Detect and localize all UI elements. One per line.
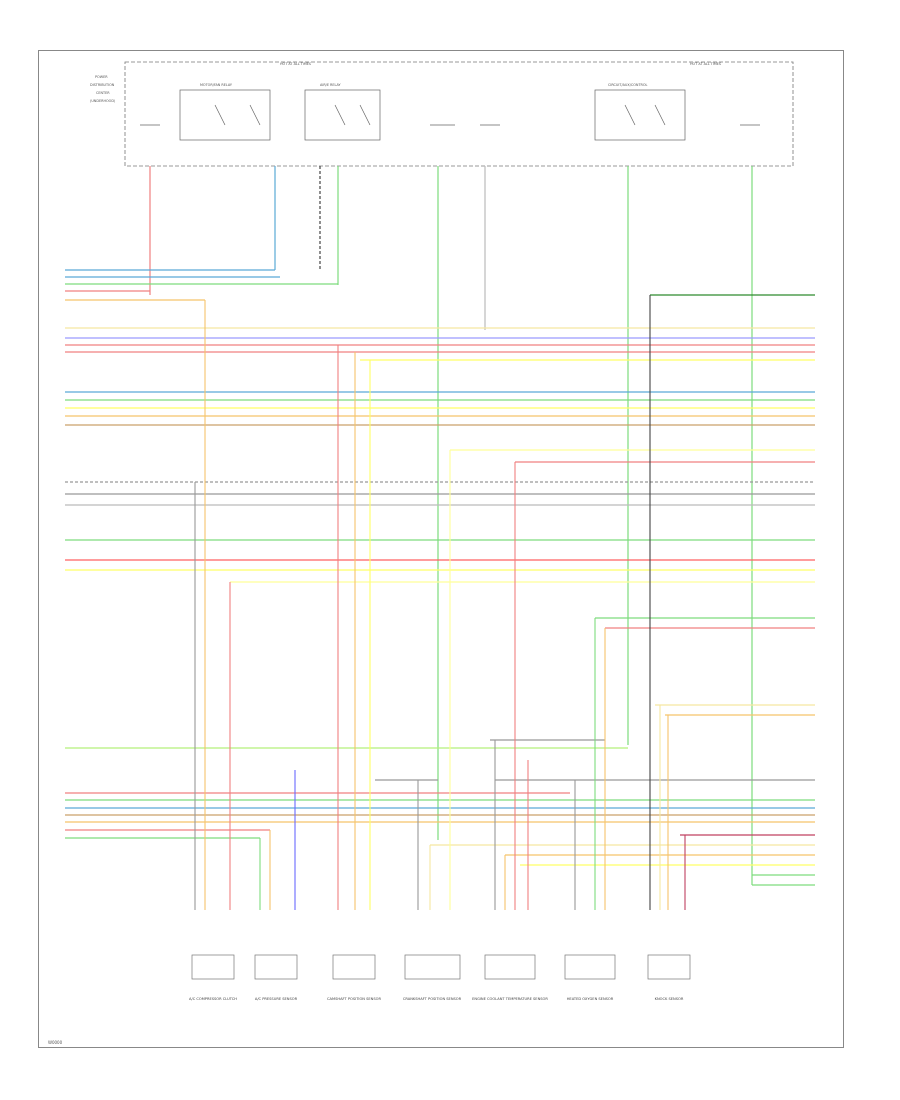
component-caption-c3: CAMSHAFT POSITION SENSOR — [327, 997, 381, 1001]
component-c2 — [254, 954, 298, 980]
relay-label: AIR/E RELAY — [320, 83, 342, 87]
relay-label: MOTOR/FAN RELAY — [200, 83, 233, 87]
side-note: POWER — [95, 75, 108, 79]
diagram-footer-code: W0000 — [48, 1040, 63, 1045]
component-c6 — [564, 954, 616, 980]
component-caption-c7: KNOCK SENSOR — [655, 997, 684, 1001]
component-caption-c6: HEATED OXYGEN SENSOR — [567, 997, 614, 1001]
component-feeds — [194, 295, 686, 910]
relay-1 — [179, 89, 271, 141]
component-caption-c1: A/C COMPRESSOR CLUTCH — [189, 997, 237, 1001]
component-caption-c4: CRANKSHAFT POSITION SENSOR — [403, 997, 462, 1001]
component-caption-c2: A/C PRESSURE SENSOR — [255, 997, 298, 1001]
component-c3 — [332, 954, 376, 980]
relay-3 — [594, 89, 686, 141]
vertical-drops — [149, 166, 753, 885]
component-c5 — [484, 954, 536, 980]
side-note: DISTRIBUTION — [90, 83, 115, 87]
component-c1 — [191, 954, 235, 980]
side-notes: POWER DISTRIBUTION CENTER (UNDERHOOD) — [90, 75, 116, 103]
component-c4 — [404, 954, 461, 980]
diagram-frame — [38, 50, 844, 1048]
side-note: (UNDERHOOD) — [90, 99, 116, 103]
component-bodies — [191, 954, 691, 980]
relay-group — [140, 89, 760, 141]
bus-wires — [65, 269, 815, 886]
box-title-left: HOT AT ALL TIMES — [280, 62, 311, 66]
side-note: CENTER — [96, 91, 110, 95]
power-distribution-box — [124, 61, 794, 167]
component-caption-c5: ENGINE COOLANT TEMPERATURE SENSOR — [472, 997, 548, 1001]
box-title-right: HOT AT ALL TIMES — [690, 62, 721, 66]
component-c7 — [647, 954, 691, 980]
relay-label: CIRCUIT/AUX/CONTROL — [608, 83, 648, 87]
relay-2 — [304, 89, 381, 141]
